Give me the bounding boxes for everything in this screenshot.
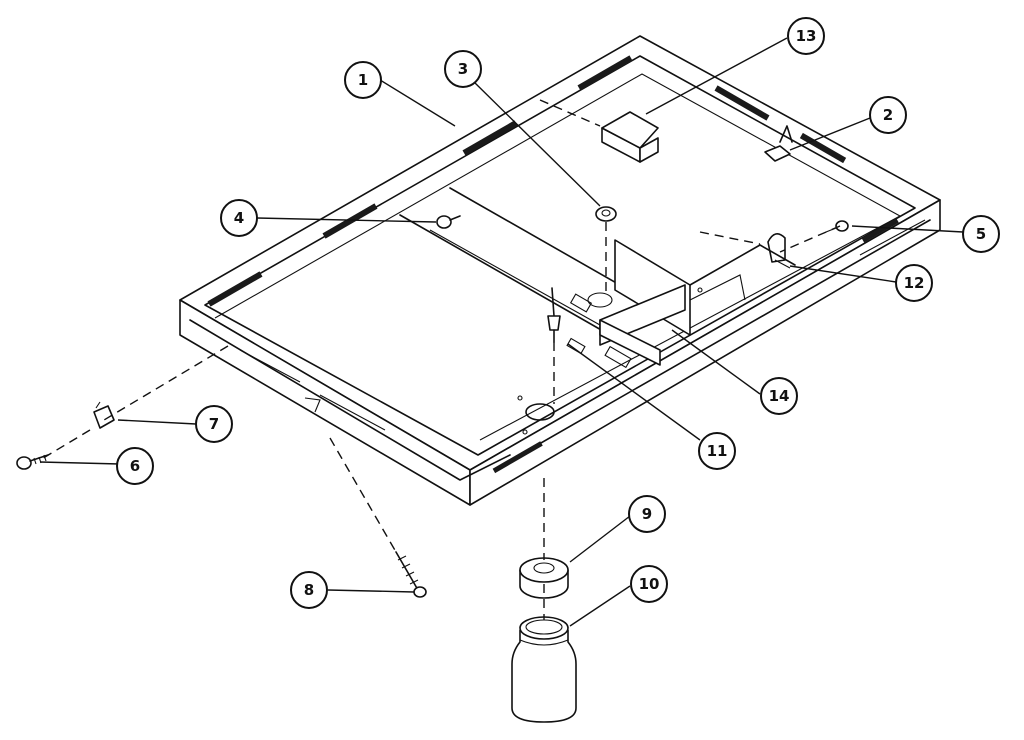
part-8-screw xyxy=(395,551,427,598)
callout-5-label: 5 xyxy=(976,225,986,243)
part-13-bracket xyxy=(601,111,659,163)
part-12-clamp xyxy=(767,233,791,269)
part-10-jar xyxy=(511,616,577,723)
callout-8: 8 xyxy=(290,571,328,609)
callout-8-label: 8 xyxy=(304,581,314,599)
callout-2: 2 xyxy=(869,96,907,134)
part-7-clip xyxy=(93,401,115,429)
callout-5: 5 xyxy=(962,215,1000,253)
callout-9-label: 9 xyxy=(642,505,652,523)
callout-2-label: 2 xyxy=(883,106,893,124)
callout-11: 11 xyxy=(698,432,736,470)
callout-12-label: 12 xyxy=(904,274,925,292)
callout-10-label: 10 xyxy=(639,575,660,593)
callout-1: 1 xyxy=(344,61,382,99)
part-4-screw xyxy=(436,215,461,229)
callout-6-label: 6 xyxy=(130,457,140,475)
part-2-clip xyxy=(764,125,793,162)
callout-3: 3 xyxy=(444,50,482,88)
base-pan xyxy=(179,35,941,506)
assembly-lines xyxy=(39,99,841,620)
callouts: 1 2 3 4 5 6 7 8 xyxy=(116,17,1000,609)
callout-4: 4 xyxy=(220,199,258,237)
callout-12: 12 xyxy=(895,264,933,302)
part-9-cap xyxy=(519,557,569,599)
callout-14-label: 14 xyxy=(769,387,790,405)
part-11-pin xyxy=(547,287,561,343)
part-6-screw xyxy=(16,454,49,470)
callout-7: 7 xyxy=(195,405,233,443)
callout-3-label: 3 xyxy=(458,60,468,78)
callout-4-label: 4 xyxy=(234,209,244,227)
callout-10: 10 xyxy=(630,565,668,603)
callout-14: 14 xyxy=(760,377,798,415)
part-3-washer xyxy=(595,206,617,222)
callout-9: 9 xyxy=(628,495,666,533)
callout-13: 13 xyxy=(787,17,825,55)
callout-1-label: 1 xyxy=(358,71,368,89)
callout-6: 6 xyxy=(116,447,154,485)
leader-lines xyxy=(39,37,964,627)
callout-7-label: 7 xyxy=(209,415,219,433)
callout-13-label: 13 xyxy=(796,27,817,45)
callout-11-label: 11 xyxy=(707,442,728,460)
